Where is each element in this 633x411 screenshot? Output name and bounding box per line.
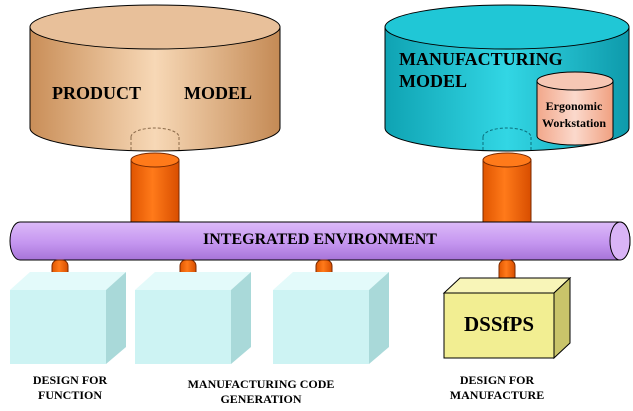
module-label-design-for-function-1: DESIGN FOR [32, 373, 108, 387]
module-label-design-for-function-2: FUNCTION [37, 388, 102, 402]
manufacturing-code-generation-box [135, 272, 251, 364]
product-model-label-2: MODEL [184, 83, 253, 103]
dssfps-label: DSSfPS [463, 312, 535, 336]
manufacturing-model-label-2: MODEL [399, 71, 468, 91]
dssfps-box [442, 276, 572, 360]
ergonomic-label-1: Ergonomic [545, 99, 603, 113]
design-for-function-box [10, 272, 126, 364]
ergonomic-workstation-cylinder [536, 71, 614, 146]
module-label-manufacturing-code-1: MANUFACTURING CODE [187, 377, 335, 391]
manufacturing-model-label-1: MANUFACTURING [399, 49, 563, 69]
module-label-design-for-manufacture-2: MANUFACTURE [449, 388, 545, 402]
design-for-manufacture-box [273, 272, 389, 364]
module-label-manufacturing-code-2: GENERATION [220, 392, 302, 406]
ergonomic-label-2: Workstation [541, 116, 606, 130]
module-label-design-for-manufacture-1: DESIGN FOR [459, 373, 535, 387]
integrated-environment-label: INTEGRATED ENVIRONMENT [203, 231, 437, 248]
manufacturing-model-connector [482, 152, 532, 227]
product-model-label-1: PRODUCT [52, 83, 141, 103]
integrated-environment-bus [9, 221, 631, 261]
product-model-cylinder [29, 4, 281, 152]
product-model-connector [130, 152, 180, 227]
